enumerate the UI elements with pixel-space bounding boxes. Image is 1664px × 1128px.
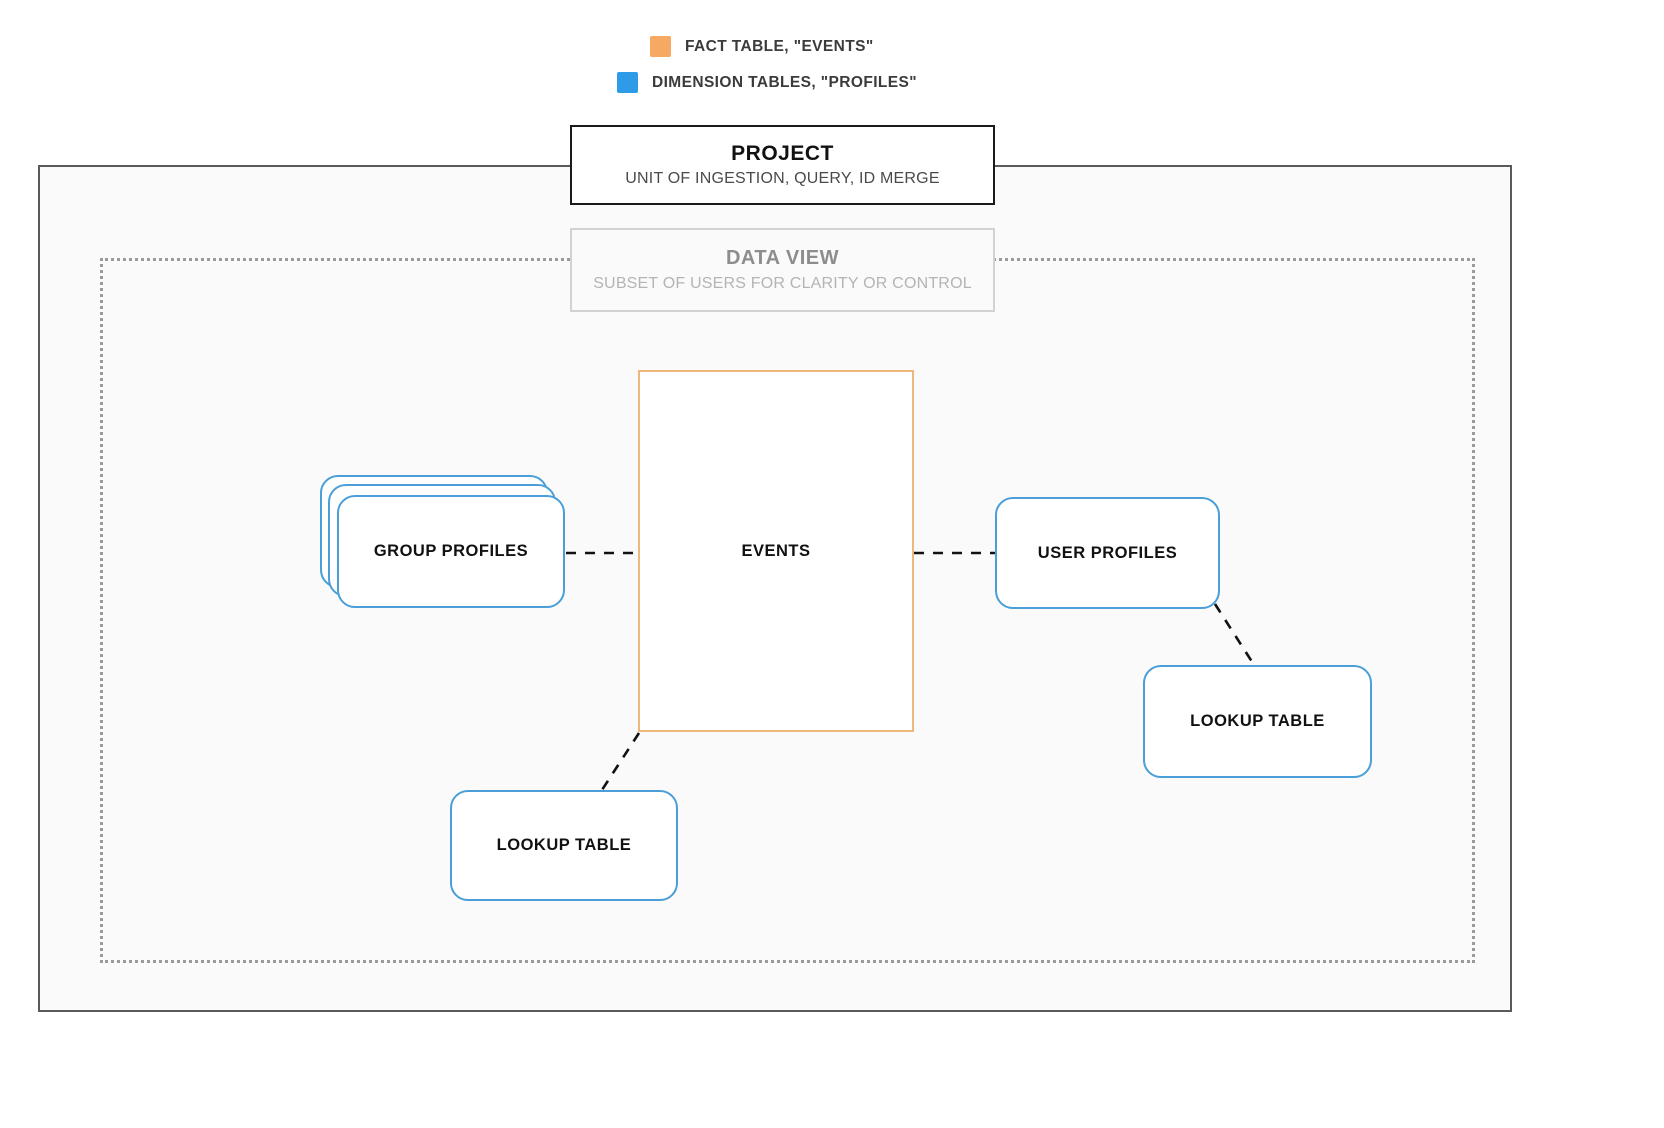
project-title: PROJECT [731,142,834,165]
legend-item-dimension-tables: DIMENSION TABLES, "PROFILES" [617,72,917,93]
node-user-profiles[interactable]: USER PROFILES [995,497,1220,609]
node-lookup-table-left[interactable]: LOOKUP TABLE [450,790,678,901]
node-lookup-table-left-label: LOOKUP TABLE [496,836,632,854]
node-group-profiles-label: GROUP PROFILES [373,542,529,560]
fact-table-swatch-icon [650,36,671,57]
node-events[interactable]: EVENTS [638,370,914,732]
node-group-profiles[interactable]: GROUP PROFILES [337,495,565,608]
legend-label-fact-table: FACT TABLE, "EVENTS" [685,37,874,55]
legend-label-dimension-tables: DIMENSION TABLES, "PROFILES" [652,73,918,91]
project-subtitle: UNIT OF INGESTION, QUERY, ID MERGE [625,170,940,187]
node-events-label: EVENTS [741,541,811,560]
data-view-title: DATA VIEW [725,247,839,269]
node-lookup-table-right[interactable]: LOOKUP TABLE [1143,665,1372,778]
dimension-table-swatch-icon [617,72,638,93]
data-view-subtitle: SUBSET OF USERS FOR CLARITY OR CONTROL [593,275,972,292]
project-header-box: PROJECT UNIT OF INGESTION, QUERY, ID MER… [570,125,995,205]
node-lookup-table-right-label: LOOKUP TABLE [1190,712,1325,730]
legend-item-fact-table: FACT TABLE, "EVENTS" [650,36,874,57]
node-user-profiles-label: USER PROFILES [1037,543,1178,562]
data-view-header-box: DATA VIEW SUBSET OF USERS FOR CLARITY OR… [570,228,995,312]
